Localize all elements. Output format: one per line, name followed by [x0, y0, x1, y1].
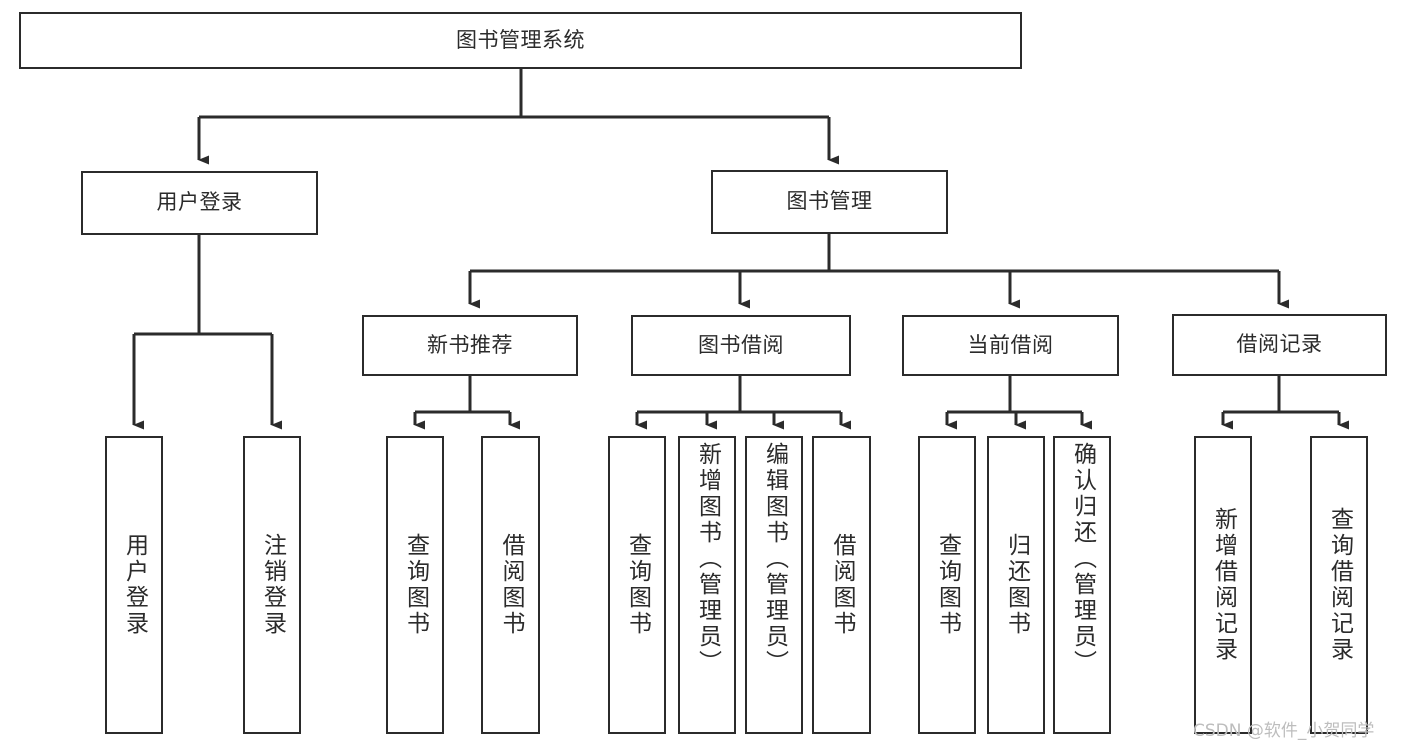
node-label: 图书管理系统 [456, 27, 585, 52]
diagram-leaf-node: 编辑图书（管理员） [745, 436, 803, 734]
diagram-leaf-node: 确认归还（管理员） [1053, 436, 1111, 734]
diagram-leaf-node: 新增借阅记录 [1194, 436, 1252, 734]
node-label: 新增借阅记录 [1210, 507, 1237, 663]
node-label: 用户登录 [156, 190, 243, 215]
node-label: 图书借阅 [698, 332, 784, 357]
diagram-leaf-node: 注销登录 [243, 436, 301, 734]
node-label: 确认归还（管理员） [1069, 442, 1096, 676]
diagram-leaf-node: 归还图书 [987, 436, 1045, 734]
watermark-label: CSDN @软件_小贺同学 [1193, 721, 1375, 741]
node-label: 当前借阅 [967, 332, 1054, 357]
node-label: 图书管理 [786, 189, 873, 214]
diagram-leaf-node: 查询图书 [386, 436, 444, 734]
diagram-branch-node: 借阅记录 [1172, 314, 1387, 376]
diagram-branch-node: 当前借阅 [902, 315, 1119, 376]
diagram-leaf-node: 查询借阅记录 [1310, 436, 1368, 734]
node-label: 查询借阅记录 [1326, 507, 1353, 663]
node-label: 借阅记录 [1236, 332, 1323, 357]
node-label: 查询图书 [934, 533, 961, 637]
diagram-leaf-node: 借阅图书 [481, 436, 540, 734]
diagram-leaf-node: 查询图书 [608, 436, 666, 734]
diagram-branch-node: 图书管理 [711, 170, 948, 234]
diagram-branch-node: 用户登录 [81, 171, 318, 235]
node-label: 注销登录 [259, 533, 286, 637]
node-label: 借阅图书 [498, 533, 524, 637]
diagram-leaf-node: 新增图书（管理员） [678, 436, 736, 734]
diagram-leaf-node: 查询图书 [918, 436, 976, 734]
connector-group [132, 69, 1349, 430]
diagram-branch-node: 图书借阅 [631, 315, 851, 376]
node-label: 编辑图书（管理员） [761, 442, 788, 676]
node-label: 查询图书 [402, 533, 429, 637]
diagram-leaf-node: 用户登录 [105, 436, 163, 734]
node-label: 借阅图书 [829, 533, 855, 637]
node-label: 新增图书（管理员） [694, 442, 721, 676]
node-label: 查询图书 [624, 533, 651, 637]
diagram-branch-node: 新书推荐 [362, 315, 578, 376]
diagram-root-node: 图书管理系统 [19, 12, 1022, 69]
node-label: 归还图书 [1003, 533, 1030, 637]
node-label: 用户登录 [121, 533, 148, 637]
diagram-leaf-node: 借阅图书 [812, 436, 871, 734]
node-label: 新书推荐 [427, 332, 513, 357]
